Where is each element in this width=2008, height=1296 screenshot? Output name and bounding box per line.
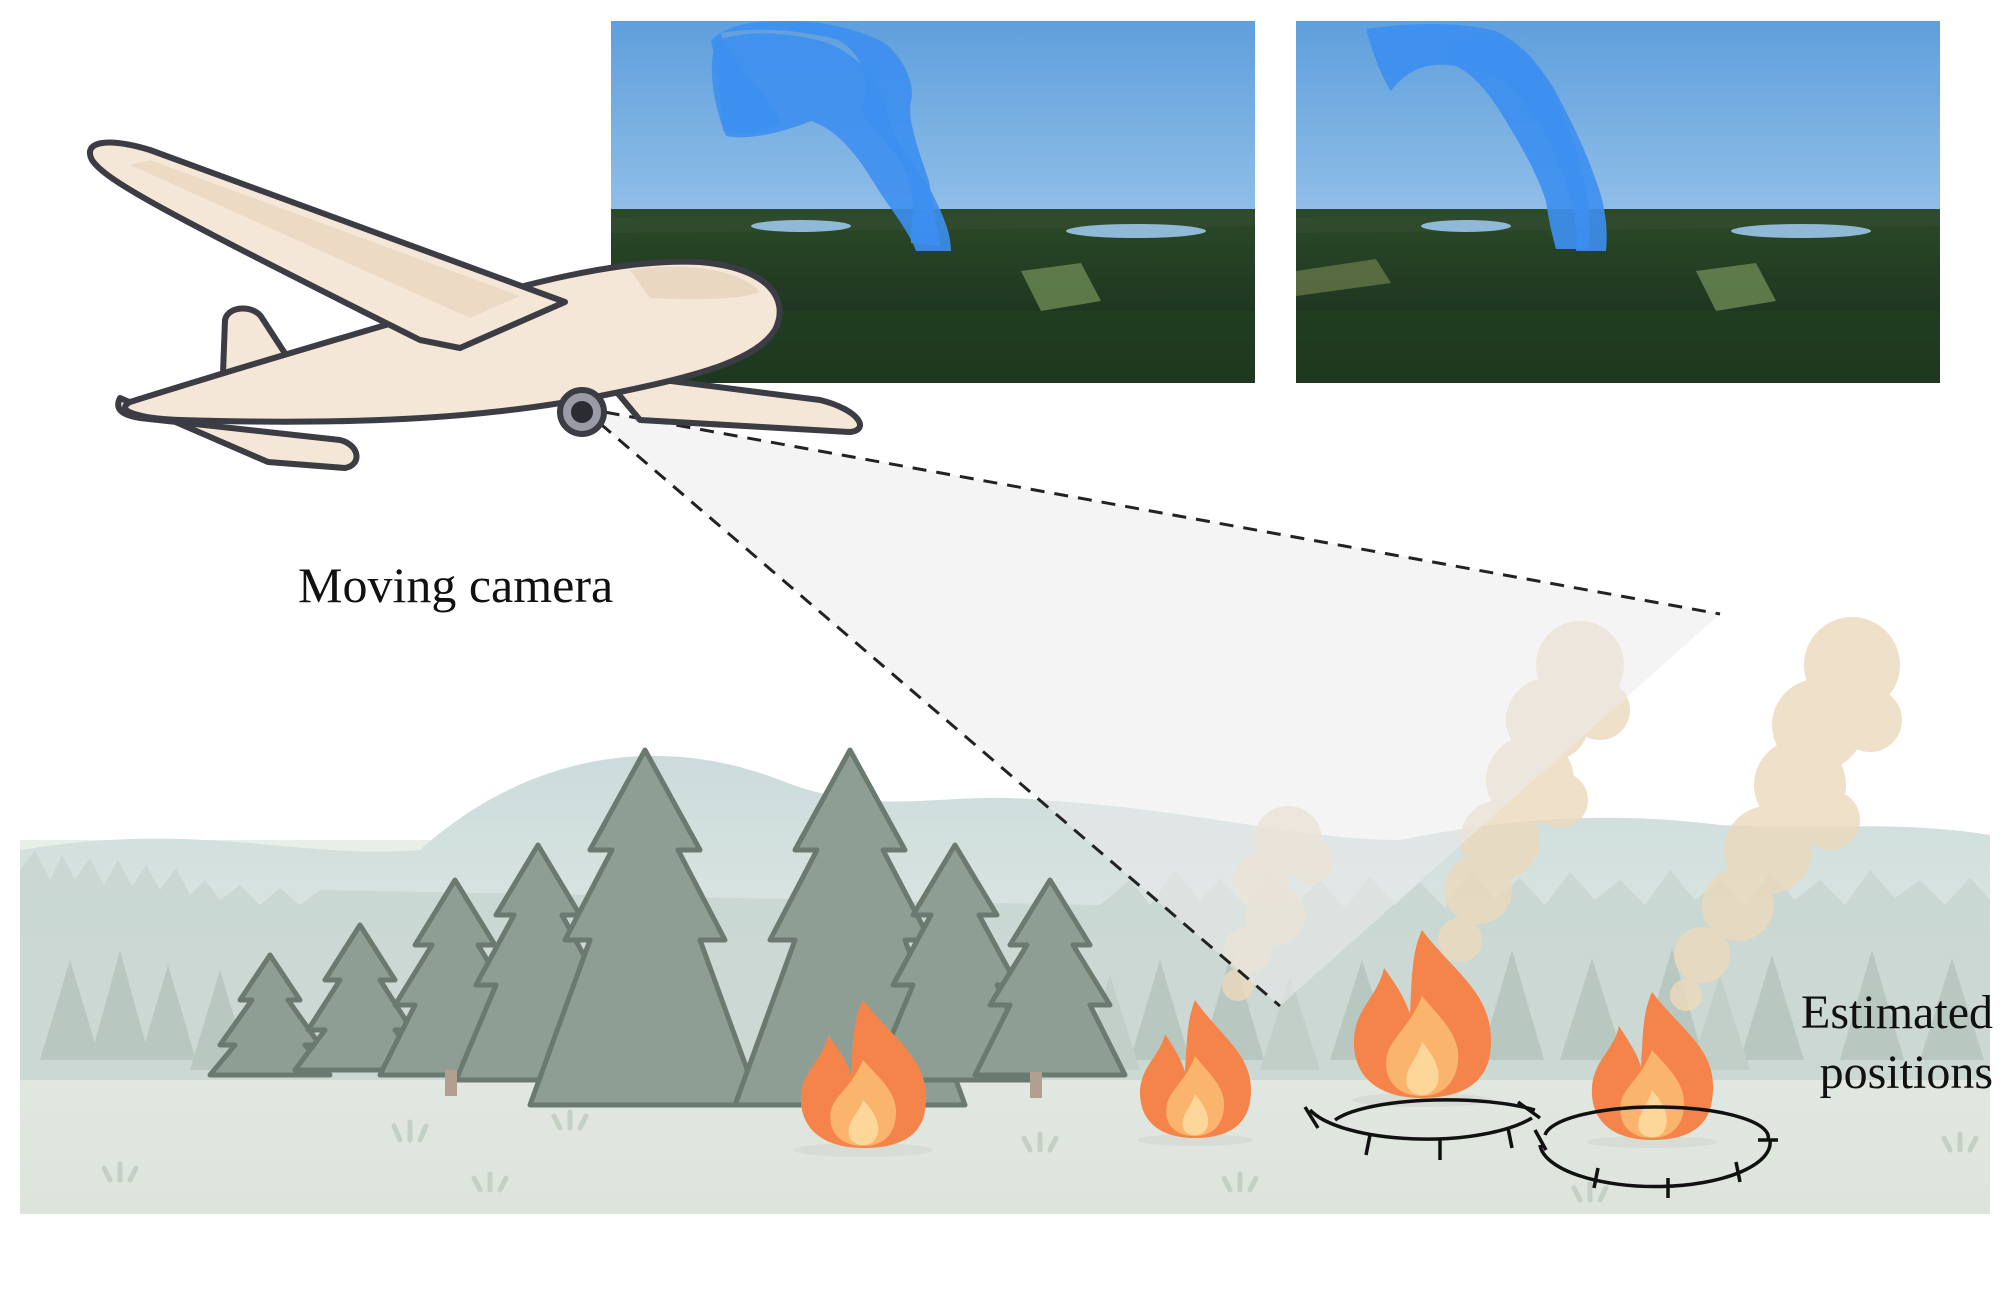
estimate-ellipse-1 [1303, 1098, 1542, 1160]
grass-tufts [101, 1109, 1979, 1203]
fire-icon [793, 1000, 933, 1157]
fire-icon [1586, 992, 1718, 1148]
smoke-mask [1446, 37, 1607, 251]
aircraft-icon [87, 139, 863, 471]
estimate-ellipse-2 [1533, 1105, 1778, 1198]
clearing [1696, 263, 1776, 311]
tree-icon [207, 952, 333, 1078]
smoke-mask [711, 33, 951, 251]
view-ray-lower [581, 406, 1281, 1008]
clearing [1021, 263, 1101, 311]
aircraft-stabilizer [115, 395, 360, 471]
tree-icon [292, 922, 428, 1073]
fire-icon [1137, 1000, 1253, 1146]
estimated-positions-label-line2: positions [1820, 1046, 1993, 1099]
foreground-trees [207, 747, 1128, 1108]
lake [751, 220, 851, 232]
aircraft-far-wing [597, 369, 863, 435]
aircraft-canopy [630, 266, 760, 300]
view-cone [582, 408, 1720, 1006]
view-ray-upper [581, 406, 1721, 616]
smoke-mask [711, 21, 941, 246]
tree-icon [527, 747, 763, 1108]
clearing [1296, 259, 1391, 296]
lake [1066, 224, 1206, 238]
lake [1421, 220, 1511, 232]
tree-icon [870, 842, 1040, 1083]
estimated-positions [1303, 1098, 1778, 1198]
aircraft-wing-shade [130, 160, 520, 318]
moving-camera-label: Moving camera [298, 557, 613, 613]
tree-icon [972, 877, 1128, 1078]
tree-trunks [445, 1070, 1042, 1098]
smoke-plume-icon [1670, 617, 1902, 1011]
fire-icon [1352, 930, 1492, 1107]
camera-view-frustum [581, 406, 1721, 1008]
camera-lens-icon [557, 387, 607, 437]
aerial-frame-2 [1296, 21, 1940, 383]
lake [1731, 224, 1871, 238]
fires [793, 930, 1718, 1157]
estimated-positions-label-line1: Estimated [1801, 986, 1993, 1039]
